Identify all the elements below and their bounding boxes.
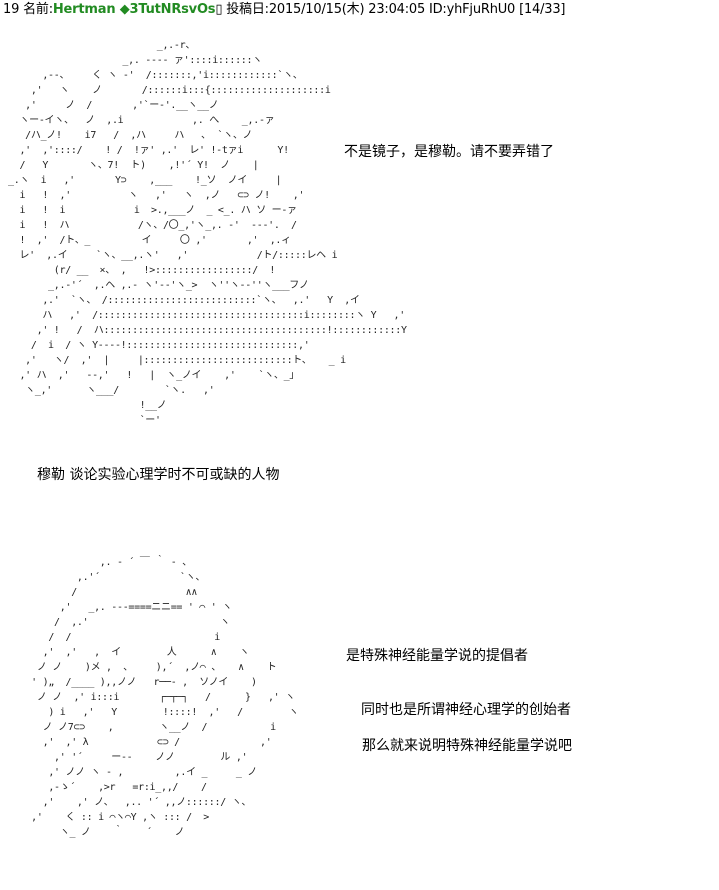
post-header: 19 名前:Hertman ◆3TutNRsvOs▯ 投稿日:2015/10/1… xyxy=(3,2,565,18)
dialogue-line-explain: 那么就来说明特殊神经能量学说吧 xyxy=(362,738,572,754)
dialogue-line-advocate: 是特殊神经能量学说的提倡者 xyxy=(346,648,528,664)
post-date: 2015/10/15(木) 23:04:05 xyxy=(268,2,426,17)
dialogue-line-founder: 同时也是所谓神经心理学的创始者 xyxy=(361,702,571,718)
poster-name[interactable]: Hertman ◆3TutNRsvOs xyxy=(52,2,216,17)
dialogue-line-mirror: 不是镜子，是穆勒。请不要弄错了 xyxy=(344,144,554,160)
post-counter: [14/33] xyxy=(519,2,566,17)
poster-id: ID:yhFjuRhU0 xyxy=(428,2,516,17)
box-glyph: ▯ xyxy=(215,2,223,17)
caption-line-muller: 穆勒 谈论实验心理学时不可或缺的人物 xyxy=(37,467,280,483)
name-label: 名前: xyxy=(23,2,53,17)
ascii-art-figure-bottom: ,. ‐ ´ ￣ ｀ ‐ 、 ,.'´ `ヽ、 / ∧∧ ,' _,. ---=… xyxy=(31,557,299,838)
ascii-art-figure-top: _,.-r、 _,. ---- ァ'::::i::::::ヽ ,--、 く ヽ … xyxy=(8,40,407,426)
post-number: 19 xyxy=(3,2,20,17)
date-label: 投稿日: xyxy=(226,2,269,17)
